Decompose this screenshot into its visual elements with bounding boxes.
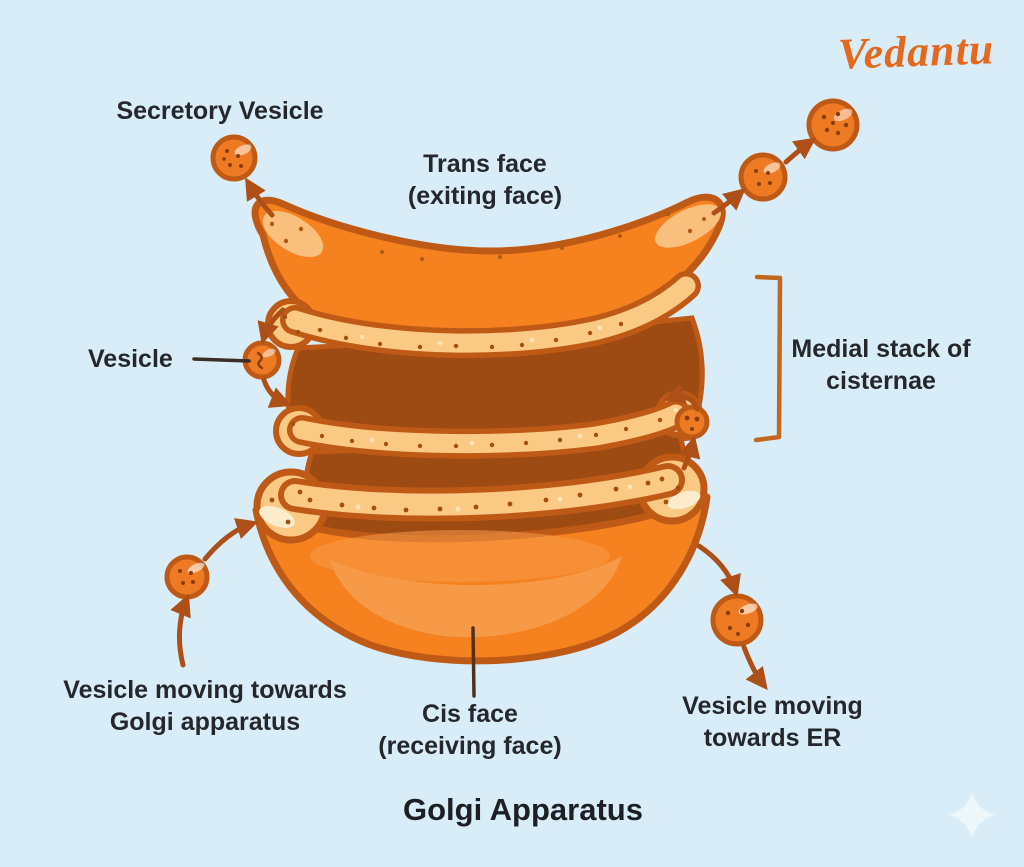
transport-arrows: [170, 137, 817, 691]
label-vesicle: Vesicle: [88, 345, 173, 373]
label-vesicle-to-golgi: Vesicle moving towards Golgi apparatus: [55, 674, 355, 738]
label-trans-face-line1: Trans face: [423, 150, 547, 178]
arrow-to-secretory-vesicle: [245, 177, 275, 218]
cis-vesicle-right: [710, 593, 764, 647]
label-medial-stack: Medial stack of cisternae: [761, 333, 1001, 397]
label-cis-face: Cis face (receiving face): [345, 698, 595, 762]
diagram-title: Golgi Apparatus: [403, 792, 643, 827]
label-trans-face: Trans face (exiting face): [360, 148, 610, 212]
arrow-left-vesicle-to-band: [261, 377, 293, 408]
medial-stack-bracket: [753, 274, 783, 443]
arrow-band-to-left-vesicle: [257, 307, 286, 345]
arrow-up-to-left-vesicle: [170, 593, 191, 668]
label-vesicle-to-er: Vesicle moving towards ER: [655, 690, 890, 754]
vesicle-pointer-line: [192, 357, 251, 363]
trans-vesicle-2: [806, 98, 860, 152]
label-vesicle-to-golgi-line1: Vesicle moving towards: [63, 676, 347, 704]
trans-vesicle-1: [738, 152, 788, 202]
label-medial-stack-line1: Medial stack of: [791, 335, 971, 363]
arrow-band-to-right-vesicle: [678, 435, 701, 471]
arrow-trans-to-vesicle-1: [711, 187, 746, 216]
arrow-right-vesicle-to-band: [662, 383, 700, 412]
label-medial-stack-line2: cisternae: [826, 367, 936, 395]
arrow-vesicle-1-to-2: [783, 137, 817, 165]
cis-face-pointer-line: [471, 626, 476, 698]
arrow-left-vesicle-to-cis: [202, 518, 259, 562]
label-cis-face-line1: Cis face: [422, 700, 518, 728]
label-vesicle-to-er-line1: Vesicle moving: [682, 692, 863, 720]
vedantu-logo: Vedantu: [837, 24, 995, 79]
cis-cisterna: [252, 453, 711, 665]
arrow-cis-to-right-vesicle: [696, 543, 741, 598]
medial-vesicle-right: [674, 404, 710, 440]
sparkle-icon: [949, 792, 995, 838]
label-secretory-vesicle: Secretory Vesicle: [116, 97, 324, 125]
label-vesicle-to-golgi-line2: Golgi apparatus: [109, 708, 301, 736]
label-cis-face-line2: (receiving face): [378, 732, 562, 760]
cisterna-band-upper: [265, 271, 701, 359]
cis-vesicle-left: [164, 554, 210, 600]
label-vesicle-to-er-line2: towards ER: [703, 724, 842, 752]
label-trans-face-line2: (exiting face): [407, 182, 563, 210]
arrow-right-vesicle-to-er: [741, 644, 768, 691]
secretory-vesicle: [210, 134, 258, 182]
